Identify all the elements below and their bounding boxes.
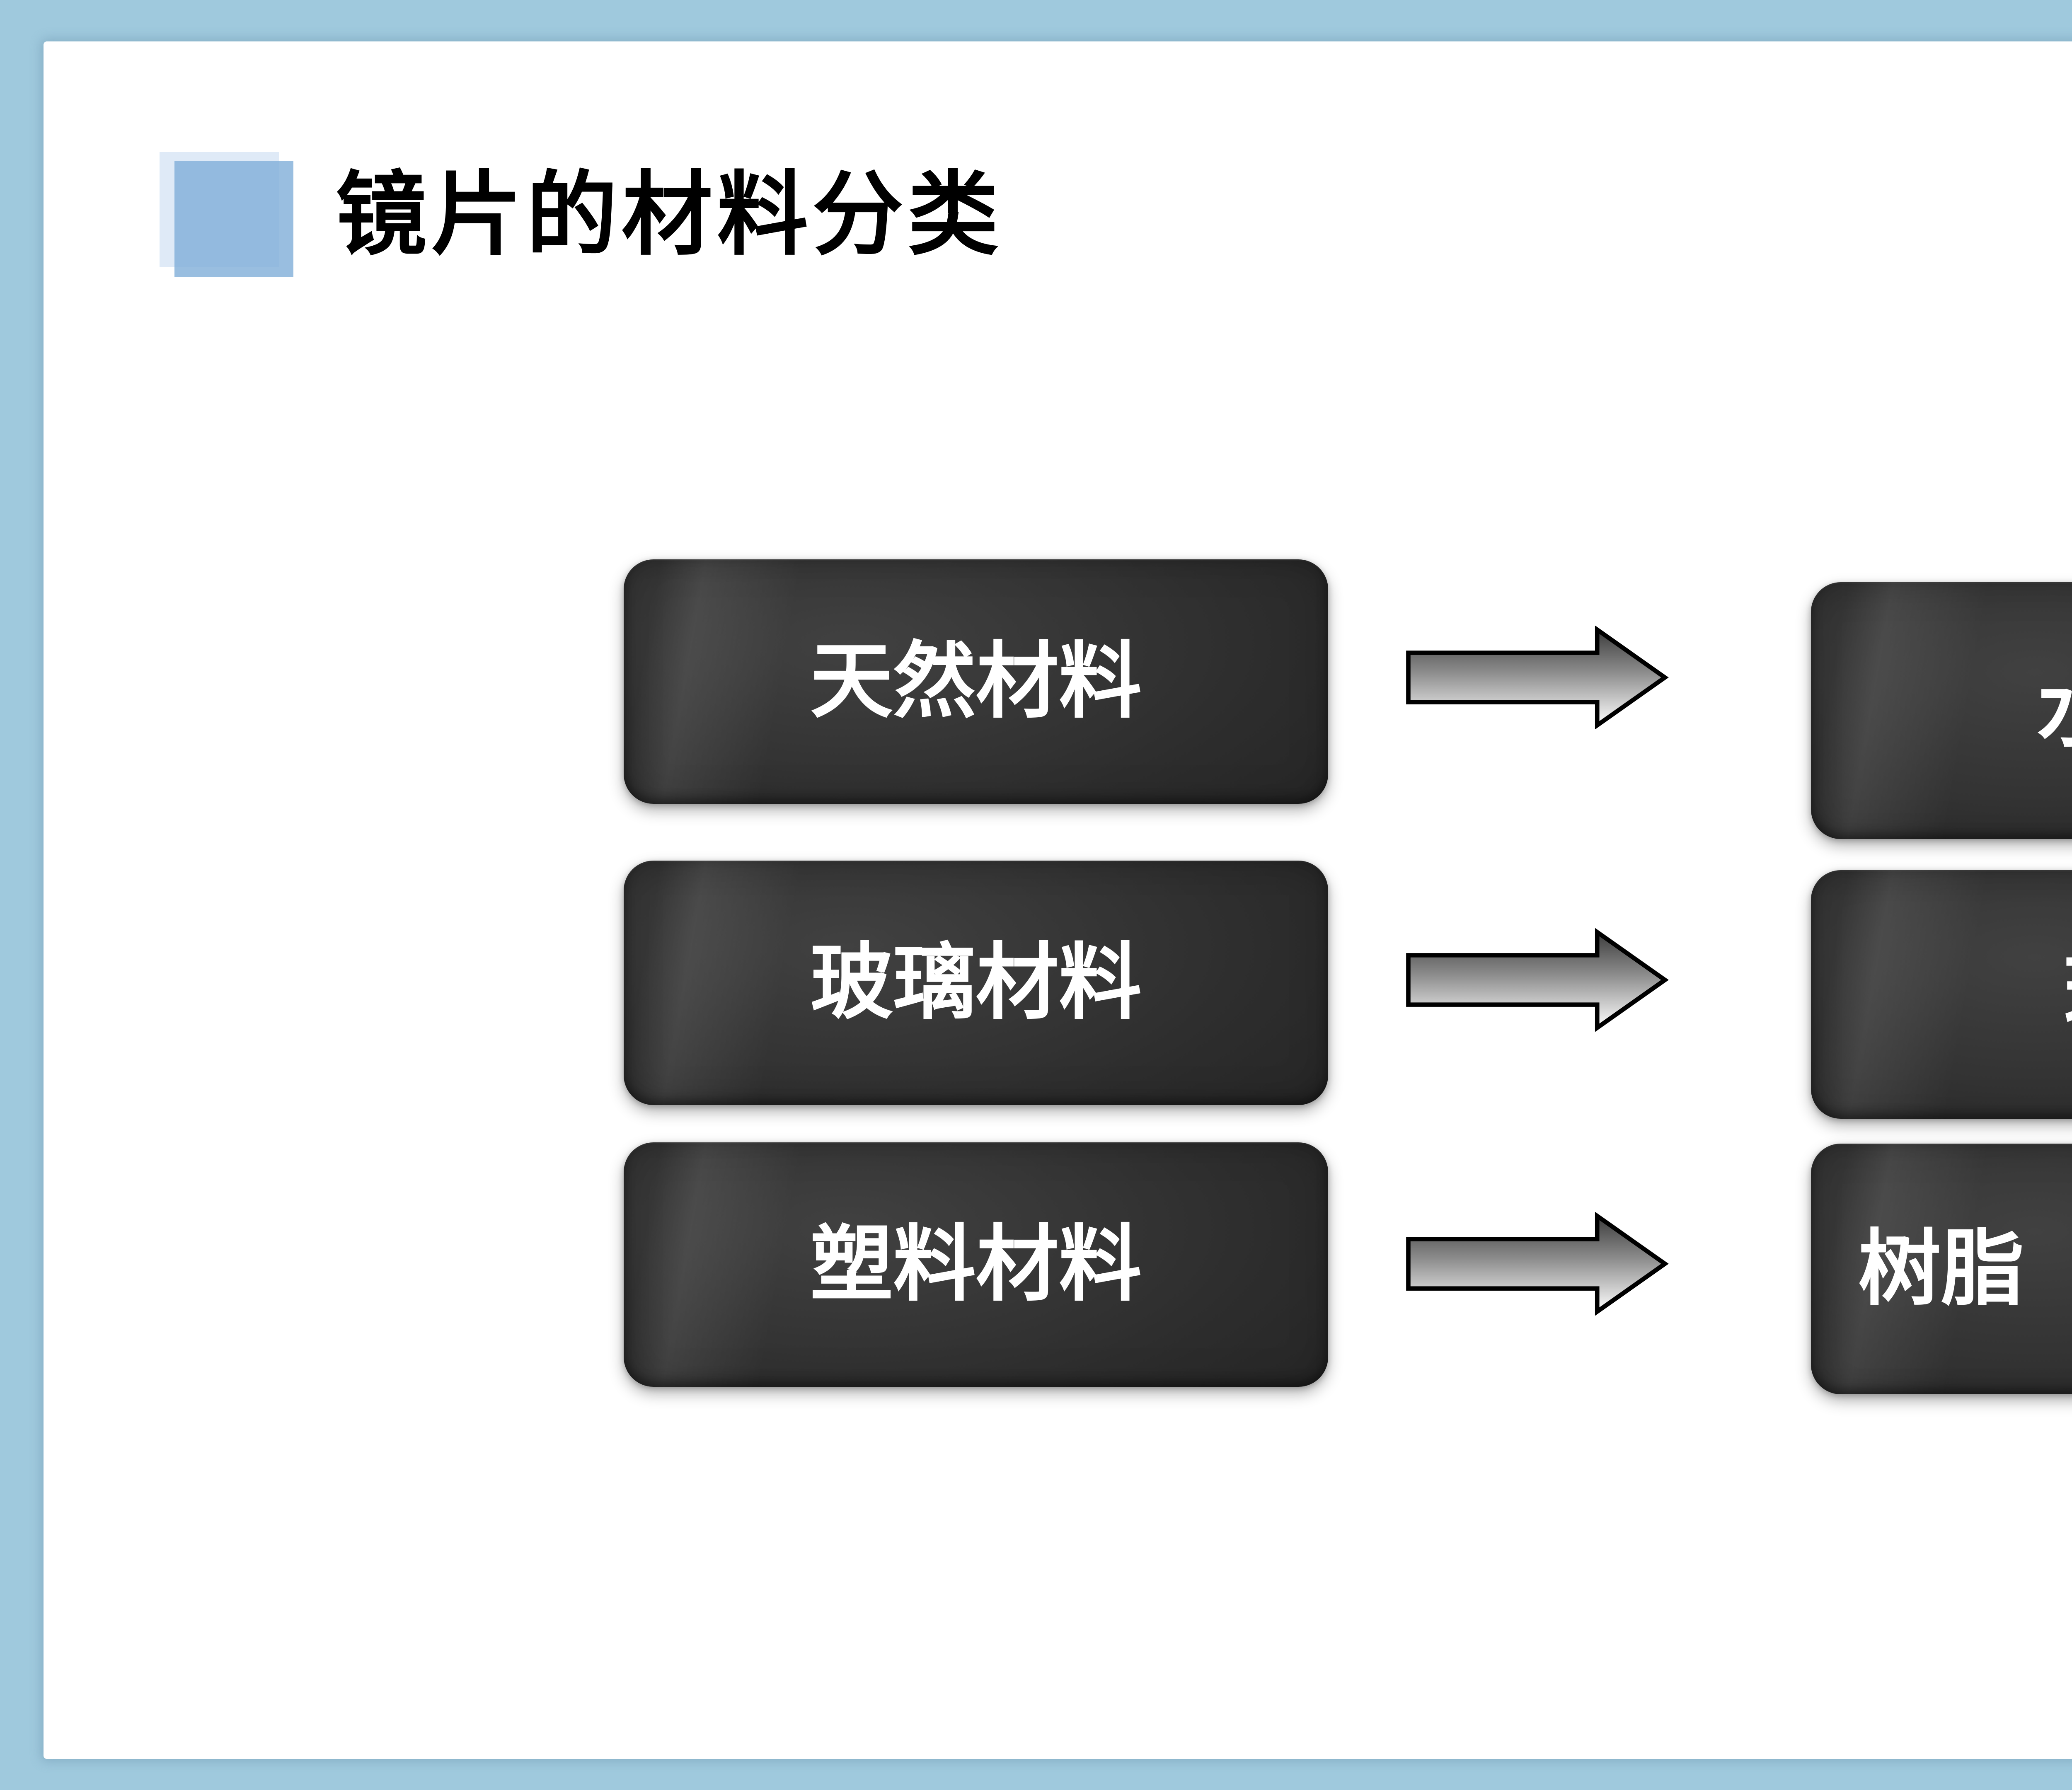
product-box-row2-label: 玻 璃 — [2064, 953, 2072, 1036]
product-box-row2: 玻 璃 — [1811, 870, 2072, 1119]
title-bullet-front-square — [174, 161, 293, 277]
material-box-row1: 天然材料 — [624, 559, 1328, 804]
material-box-row2-label: 玻璃材料 — [810, 934, 1142, 1031]
material-box-row3-label: 塑料材料 — [810, 1216, 1142, 1313]
material-box-row3: 塑料材料 — [624, 1142, 1328, 1387]
slide-content-panel: 镜片的材料分类 天然材料 水 晶 玻璃材料 — [44, 41, 2072, 1759]
product-box-row3-label: 树脂（CR-39） — [1858, 1220, 2072, 1317]
page-title: 镜片的材料分类 — [336, 162, 1003, 268]
product-box-row1-label: 水 晶 — [2037, 669, 2072, 752]
right-arrow-icon-row2 — [1406, 928, 1669, 1032]
right-arrow-icon-row1 — [1406, 626, 1669, 729]
material-box-row2: 玻璃材料 — [624, 861, 1328, 1105]
product-box-row1: 水 晶 — [1811, 582, 2072, 839]
material-box-row1-label: 天然材料 — [810, 633, 1142, 730]
right-arrow-icon-row3 — [1406, 1212, 1669, 1316]
product-box-row3: 树脂（CR-39） — [1811, 1144, 2072, 1394]
